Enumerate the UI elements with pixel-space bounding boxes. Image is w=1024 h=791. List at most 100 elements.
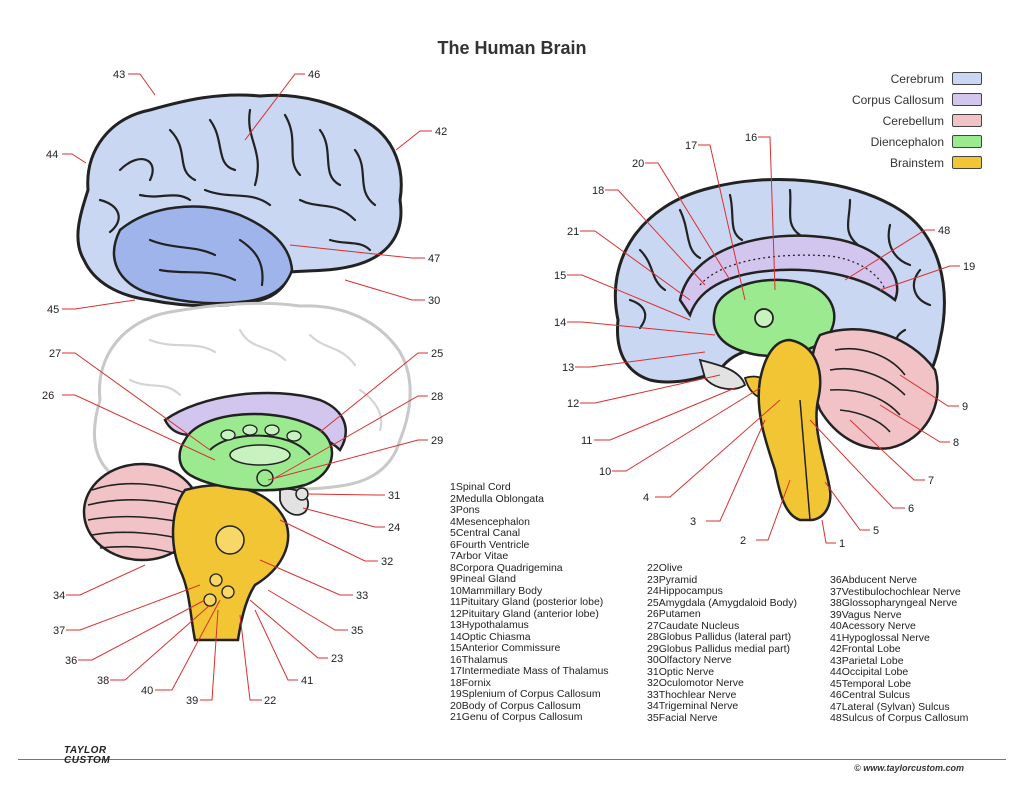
callout-15: 15 (554, 270, 566, 282)
callout-42: 42 (435, 126, 447, 138)
key-column-2: 22Olive 23Pyramid 24Hippocampus 25Amygda… (647, 562, 798, 724)
key-item: 34Trigeminal Nerve (647, 700, 739, 712)
key-item: 26Putamen (647, 608, 701, 620)
legend-item-cerebrum: Cerebrum (852, 68, 982, 89)
callout-19: 19 (963, 261, 975, 273)
callout-13: 13 (562, 362, 574, 374)
key-item: 30Olfactory Nerve (647, 654, 732, 666)
callout-16: 16 (745, 132, 757, 144)
footer-divider (18, 759, 1006, 760)
cerebrum-lateral (76, 93, 403, 308)
legend-swatch-diencephalon (952, 135, 982, 148)
callout-20: 20 (632, 158, 644, 170)
callout-23: 23 (331, 653, 343, 665)
key-item: 21Genu of Corpus Callosum (450, 711, 583, 723)
key-item: 13Hypothalamus (450, 619, 529, 631)
key-item: 2Medulla Oblongata (450, 492, 544, 505)
callout-39: 39 (186, 695, 198, 707)
callout-22: 22 (264, 695, 276, 707)
legend-label: Cerebrum (890, 71, 944, 86)
callout-47: 47 (428, 253, 440, 265)
footer-url: © www.taylorcustom.com (854, 763, 964, 773)
callout-17: 17 (685, 140, 697, 152)
key-item: 35Facial Nerve (647, 711, 718, 724)
callout-4: 4 (643, 492, 649, 504)
legend-label: Diencephalon (870, 134, 944, 149)
callout-21: 21 (567, 226, 579, 238)
legend-swatch-brainstem (952, 156, 982, 169)
callout-26: 26 (42, 390, 54, 402)
legend-label: Brainstem (889, 155, 944, 170)
key-item: 18Fornix (450, 676, 491, 689)
key-item: 3Pons (450, 504, 480, 516)
callout-46: 46 (308, 69, 320, 81)
key-item: 11Pituitary Gland (posterior lobe) (450, 596, 604, 608)
callout-33: 33 (356, 590, 368, 602)
key-item: 4Mesencephalon (450, 515, 530, 528)
deep-structures-lateral (82, 391, 347, 642)
key-item: 44Occipital Lobe (830, 666, 909, 678)
callout-8: 8 (953, 437, 959, 449)
callout-41: 41 (301, 675, 313, 687)
callout-27: 27 (49, 348, 61, 360)
key-item: 14Optic Chiasma (450, 630, 531, 643)
key-item: 15Anterior Commissure (450, 642, 561, 654)
callout-1: 1 (839, 538, 845, 550)
callout-36: 36 (65, 655, 77, 667)
callout-43: 43 (113, 69, 125, 81)
callout-10: 10 (599, 466, 611, 478)
callout-7: 7 (928, 475, 934, 487)
callout-29: 29 (431, 435, 443, 447)
key-item: 25Amygdala (Amygdaloid Body) (647, 596, 798, 609)
callout-14: 14 (554, 317, 566, 329)
key-item: 38Glossopharyngeal Nerve (830, 597, 958, 609)
callout-31: 31 (388, 490, 400, 502)
key-column-1: 1Spinal Cord 2Medulla Oblongata 3Pons 4M… (450, 481, 609, 724)
legend-item-cerebellum: Cerebellum (852, 110, 982, 131)
key-item: 19Splenium of Corpus Callosum (450, 688, 601, 700)
key-item: 43Parietal Lobe (830, 654, 904, 667)
legend: Cerebrum Corpus Callosum Cerebellum Dien… (852, 68, 982, 173)
brand-logo: TAYLOR CUSTOM (64, 745, 111, 766)
key-item: 41Hypoglossal Nerve (830, 631, 930, 644)
callout-5: 5 (873, 525, 879, 537)
callout-40: 40 (141, 685, 153, 697)
callout-24: 24 (388, 522, 400, 534)
key-item: 27Caudate Nucleus (647, 619, 740, 632)
brain-sagittal (613, 177, 946, 522)
key-item: 42Frontal Lobe (830, 643, 901, 655)
legend-swatch-cerebrum (952, 72, 982, 85)
callout-32: 32 (381, 556, 393, 568)
key-item: 48Sulcus of Corpus Callosum (830, 712, 969, 724)
key-item: 36Abducent Nerve (830, 574, 917, 586)
callout-2: 2 (740, 535, 746, 547)
key-item: 8Corpora Quadrigemina (450, 561, 563, 574)
callout-11: 11 (581, 435, 592, 447)
callout-30: 30 (428, 295, 440, 307)
key-item: 40Acessory Nerve (830, 620, 916, 632)
key-item: 31Optic Nerve (647, 665, 715, 678)
key-item: 12Pituitary Gland (anterior lobe) (450, 607, 599, 620)
key-item: 23Pyramid (647, 573, 698, 586)
callout-34: 34 (53, 590, 65, 602)
callout-25: 25 (431, 348, 443, 360)
key-item: 24Hippocampus (647, 585, 723, 597)
callout-28: 28 (431, 391, 443, 403)
key-item: 6Fourth Ventricle (450, 538, 530, 551)
key-item: 10Mammillary Body (450, 584, 543, 597)
callout-37: 37 (53, 625, 65, 637)
leader-lines (62, 73, 960, 701)
legend-item-brainstem: Brainstem (852, 152, 982, 173)
callout-35: 35 (351, 625, 363, 637)
key-item: 37Vestibulochochlear Nerve (830, 585, 961, 598)
callout-numbers: 1 2 3 4 5 6 7 8 9 10 11 12 13 14 15 16 1… (42, 69, 975, 707)
legend-item-corpus-callosum: Corpus Callosum (852, 89, 982, 110)
key-item: 28Globus Pallidus (lateral part) (647, 631, 792, 643)
callout-3: 3 (690, 516, 696, 528)
key-item: 46Central Sulcus (830, 689, 910, 701)
key-item: 47Lateral (Sylvan) Sulcus (830, 700, 950, 713)
callout-45: 45 (47, 304, 59, 316)
key-column-3: 36Abducent Nerve 37Vestibulochochlear Ne… (830, 574, 969, 725)
key-item: 5Central Canal (450, 527, 521, 539)
